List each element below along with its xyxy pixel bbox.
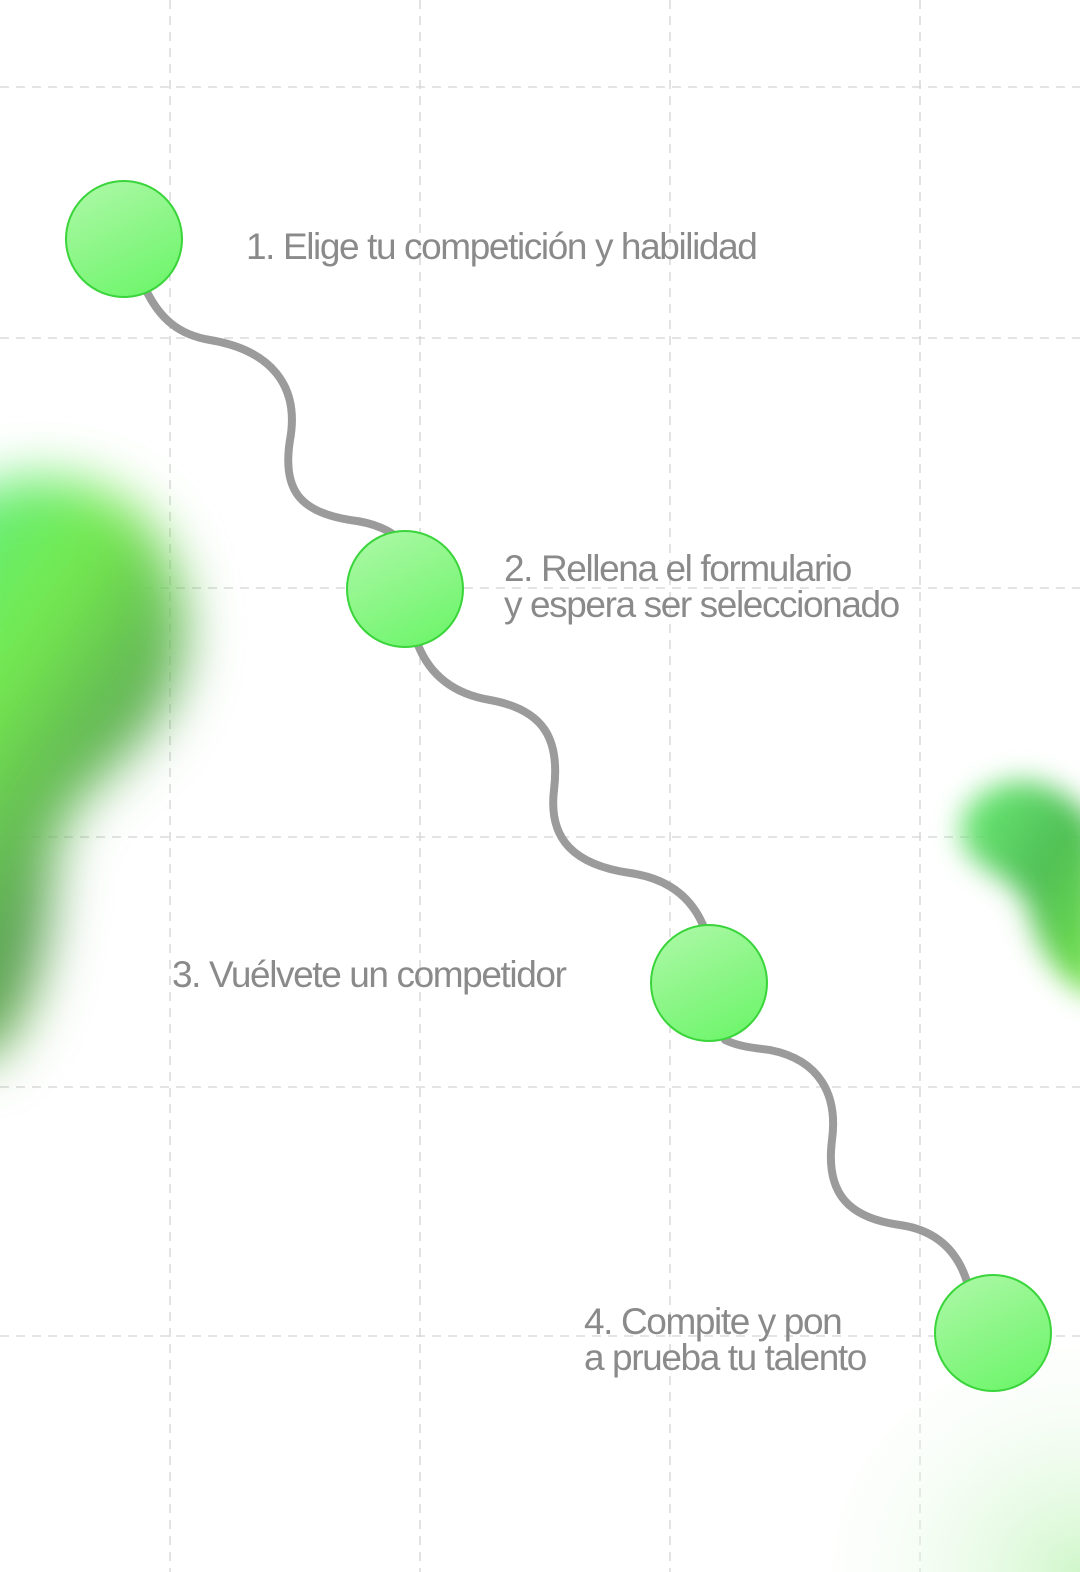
step-text-1: Elige tu competición y habilidad xyxy=(282,226,758,267)
step-label-1: 1. Elige tu competición y habilidad xyxy=(246,226,758,267)
step-label-4-line-1: 4. Compite y pon xyxy=(584,1301,866,1342)
step-label-2: 2. Rellena el formulario y espera ser se… xyxy=(504,548,900,625)
step-node-4 xyxy=(934,1274,1052,1392)
step-label-4: 4. Compite y pon a prueba tu talento xyxy=(584,1301,867,1378)
step-label-3: 3. Vuélvete un competidor xyxy=(172,954,567,995)
step-number-4: 4. xyxy=(584,1301,613,1342)
step-node-3 xyxy=(650,924,768,1042)
decorative-blob-left xyxy=(0,476,186,1051)
step-label-2-line-1: 2. Rellena el formulario xyxy=(504,548,899,589)
step-number-2: 2. xyxy=(504,548,533,589)
step-number-1: 1. xyxy=(246,226,283,267)
step-node-2 xyxy=(346,530,464,648)
step-text-2-line-1: Rellena el formulario xyxy=(540,548,852,589)
step-text-2-line-2: y espera ser seleccionado xyxy=(504,584,900,625)
step-number-3: 3. xyxy=(172,954,201,995)
step-label-3-line-1: 3. Vuélvete un competidor xyxy=(172,954,567,995)
decorative-blob-right xyxy=(961,781,1080,991)
connector-path xyxy=(141,284,972,1289)
step-text-4-line-1: Compite y pon xyxy=(620,1301,843,1342)
step-text-3: Vuélvete un competidor xyxy=(208,954,567,995)
step-label-1-line-1: 1. Elige tu competición y habilidad xyxy=(246,226,758,267)
step-text-4-line-2: a prueba tu talento xyxy=(584,1337,867,1378)
step-node-1 xyxy=(65,180,183,298)
